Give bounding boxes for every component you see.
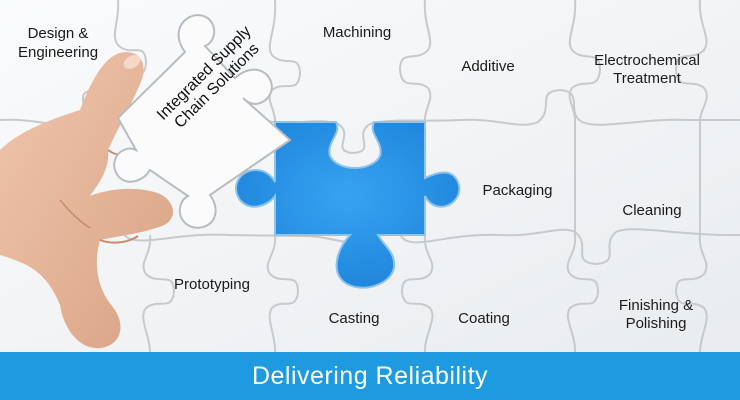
held-puzzle-piece — [113, 14, 292, 229]
label-electrochemical-treatment: Electrochemical Treatment — [594, 52, 700, 87]
tagline-banner: Delivering Reliability — [0, 352, 740, 400]
label-coating: Coating — [458, 310, 510, 327]
label-cleaning: Cleaning — [622, 202, 682, 219]
label-packaging: Packaging — [482, 182, 553, 199]
label-casting: Casting — [328, 310, 380, 327]
label-prototyping: Prototyping — [174, 276, 250, 293]
label-additive: Additive — [461, 58, 515, 75]
label-finishing-polishing: Finishing & Polishing — [618, 297, 694, 332]
label-design-engineering: Design & Engineering — [17, 25, 99, 61]
label-machining: Machining — [322, 24, 392, 41]
puzzle-background — [0, 0, 740, 352]
tagline-text: Delivering Reliability — [251, 361, 489, 390]
missing-piece-hole — [235, 121, 461, 289]
